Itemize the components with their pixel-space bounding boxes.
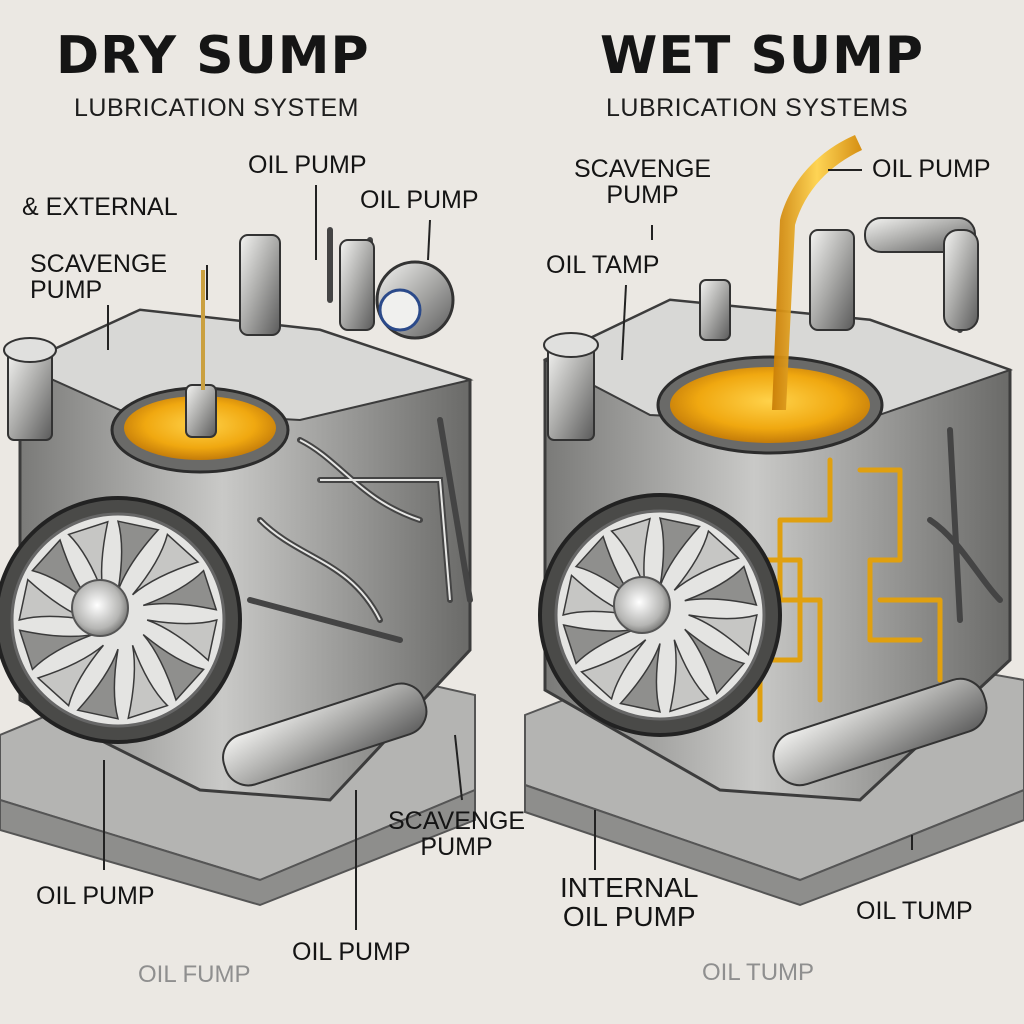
wet-oil-pool (670, 367, 870, 443)
wet-base-side (524, 783, 1024, 907)
dry-pump-canister-2 (339, 239, 375, 331)
wet-leader-lines (594, 169, 913, 870)
dry-fan-blade (142, 569, 218, 611)
wet-front-pipe (772, 677, 988, 787)
dry-fan-blade (116, 520, 160, 592)
wet-label-oil-pump: OIL PUMP (872, 155, 991, 183)
dry-fan-blade (36, 644, 105, 707)
dry-fan-blades (18, 520, 218, 720)
wet-fan-blade (658, 517, 701, 587)
dry-label-oil-pump-upper: OIL PUMP (360, 186, 479, 214)
dry-sump-subtitle: LUBRICATION SYSTEM (74, 94, 359, 122)
wet-left-stack (547, 344, 595, 441)
wet-sump-subtitle: LUBRICATION SYSTEMS (606, 94, 909, 122)
dry-label-scavenge-pump-right: SCAVENGE PUMP (388, 807, 526, 862)
wet-fan-blade (673, 529, 740, 591)
wet-fan-blade (669, 639, 710, 713)
wet-fan-blade (610, 517, 651, 591)
wet-fan-blade (684, 628, 746, 695)
dry-fan-blade (131, 533, 200, 596)
wet-label-scavenge-pump: SCAVENGE PUMP (574, 155, 712, 210)
dry-engine-top (17, 308, 474, 422)
dry-pipework-highlight (259, 439, 451, 621)
dry-front-pipe (222, 682, 428, 787)
wet-fan-blade (580, 639, 647, 701)
dry-pump-canister-1 (239, 234, 281, 336)
dry-label-oil-fump: OIL FUMP (138, 961, 251, 988)
wet-label-oil-tamp: OIL TAMP (546, 251, 660, 279)
wet-sump-engine (524, 135, 1024, 907)
dry-leader-lines (103, 185, 463, 930)
wet-oil-stream (772, 135, 862, 410)
wet-left-stack-cap (543, 332, 599, 358)
wet-fan-blade (688, 613, 758, 656)
wet-fan-blade (619, 643, 662, 713)
dry-sump-title: DRY SUMP (56, 26, 370, 86)
wet-label-internal-oil-pump: INTERNAL OIL PUMP (560, 872, 699, 933)
dry-fan-blade (127, 644, 169, 720)
dry-left-stack (7, 349, 53, 441)
wet-pump-canister-2 (699, 279, 731, 341)
dry-label-oil-pump-bottom-mid: OIL PUMP (292, 938, 411, 966)
dry-fan-blade (18, 629, 94, 671)
dry-fan-blade (18, 578, 90, 622)
wet-sump-title: WET SUMP (600, 26, 924, 86)
wet-fan-blade (562, 624, 636, 665)
wet-label-oil-tump-faded: OIL TUMP (702, 959, 815, 986)
dry-sump-engine (0, 185, 476, 930)
dry-label-oil-pump-bottom-left: OIL PUMP (36, 882, 155, 910)
dry-fan-blade (146, 618, 218, 662)
wet-elbow-pipe-down (943, 229, 979, 331)
dry-label-oil-pump-top: OIL PUMP (248, 151, 367, 179)
dry-fan-blade (76, 648, 120, 720)
wet-label-oil-tump: OIL TUMP (856, 897, 973, 925)
dry-label-scavenge-pump-left: SCAVENGE PUMP (30, 250, 168, 305)
dry-fan-blade (67, 520, 109, 596)
wet-fan-blade (684, 565, 758, 606)
dry-dipstick-housing (185, 384, 217, 438)
dry-fan-blade (142, 633, 205, 702)
dry-left-stack-cap (3, 337, 57, 363)
dry-base-side (0, 788, 476, 907)
wet-pump-canister-1 (809, 229, 855, 331)
dry-gauge-face (378, 288, 422, 332)
wet-fan-hub (613, 576, 671, 634)
dry-label-external: & EXTERNAL (22, 193, 178, 221)
dry-fan-hub (71, 579, 129, 637)
wet-fan-blades (562, 517, 758, 713)
